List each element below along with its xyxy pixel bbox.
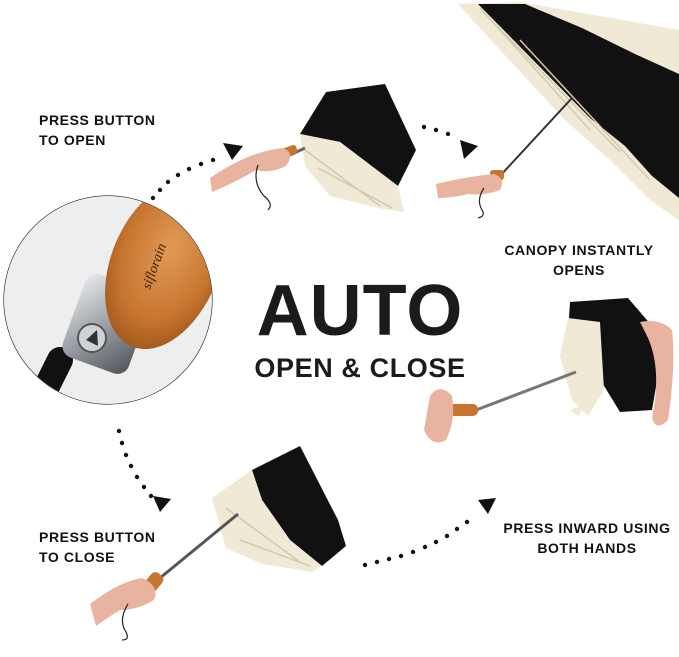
caption-line: CANOPY INSTANTLY	[504, 242, 654, 258]
caption-line: OPENS	[552, 262, 605, 278]
caption-line: PRESS BUTTON	[39, 529, 156, 545]
caption-line: PRESS BUTTON	[39, 112, 156, 128]
caption-line: TO CLOSE	[39, 549, 116, 565]
headline-title: AUTO	[256, 271, 464, 351]
umbrella-icon	[279, 84, 416, 212]
caption-line: BOTH HANDS	[537, 540, 637, 556]
headline-subtitle: OPEN & CLOSE	[254, 353, 466, 383]
arrow-head-icon	[153, 140, 496, 514]
flow-dots	[116, 124, 470, 568]
umbrella-icon	[446, 298, 664, 416]
caption-canopy-opens: CANOPY INSTANTLY OPENS	[494, 240, 664, 280]
umbrella-icon	[458, 2, 679, 220]
caption-press-to-close: PRESS BUTTON TO CLOSE	[39, 527, 156, 567]
hand-icon	[424, 321, 674, 443]
headline: AUTO OPEN & CLOSE	[240, 275, 480, 385]
caption-press-to-open: PRESS BUTTON TO OPEN	[39, 110, 156, 150]
handle-closeup: siflorain	[3, 195, 213, 405]
caption-press-inward: PRESS INWARD USING BOTH HANDS	[492, 518, 679, 558]
caption-line: PRESS INWARD USING	[503, 520, 671, 536]
caption-line: TO OPEN	[39, 132, 106, 148]
hand-icon	[90, 578, 156, 641]
hand-icon	[436, 174, 502, 219]
umbrella-icon	[142, 446, 346, 594]
hand-icon	[210, 148, 291, 211]
